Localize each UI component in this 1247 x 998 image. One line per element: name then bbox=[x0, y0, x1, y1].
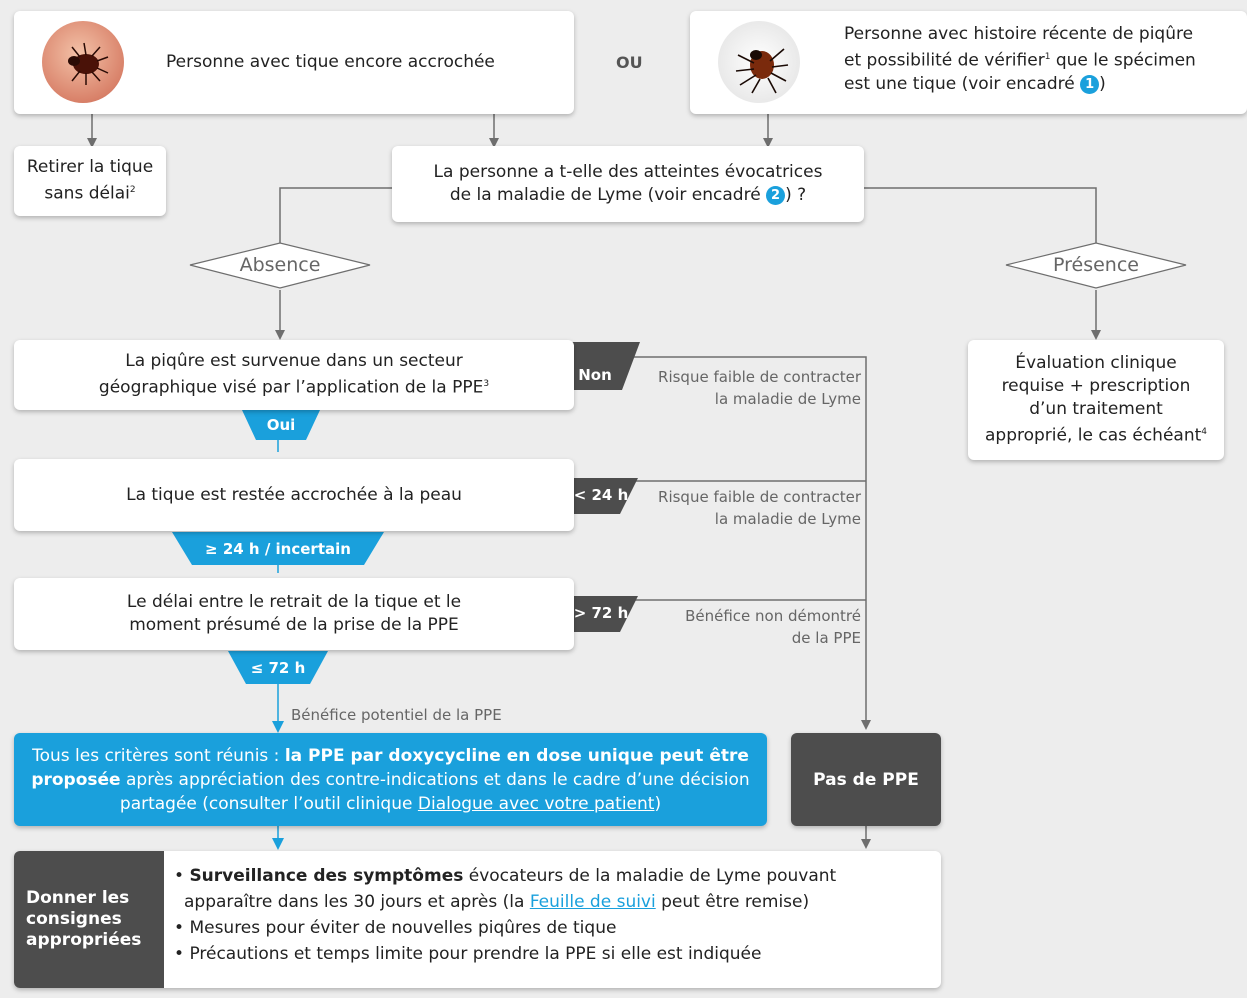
absence-diamond-shape bbox=[189, 242, 371, 289]
or-label: OU bbox=[616, 53, 643, 72]
geographic-area-question: La piqûre est survenue dans un secteur g… bbox=[14, 340, 574, 410]
connector-to-presence bbox=[864, 187, 1097, 243]
gt72-tag-shape bbox=[572, 596, 638, 632]
connector-to-absence bbox=[279, 187, 392, 243]
top-right-text: Personne avec histoire récente de piqûre… bbox=[844, 24, 1196, 94]
evaluation-box: Évaluation clinique requise + prescripti… bbox=[968, 340, 1224, 460]
instruction-item-3: • Précautions et temps limite pour prend… bbox=[174, 944, 762, 964]
patient-dialogue-link[interactable]: Dialogue avec votre patient bbox=[417, 793, 655, 814]
oui-tag-shape bbox=[242, 410, 320, 440]
instruction-item-1: • Surveillance des symptômes évocateurs … bbox=[174, 866, 837, 886]
instructions-title: Donner les consignes appropriées bbox=[14, 851, 164, 988]
q3-no-label: > 72 h bbox=[573, 604, 629, 622]
potential-benefit-note: Bénéfice potentiel de la PPE bbox=[291, 706, 502, 724]
question-box: La personne a t-elle des atteintes évoca… bbox=[392, 146, 864, 222]
24h-tag-shape bbox=[172, 532, 384, 565]
q2-risk-note: Risque faible de contracter la maladie d… bbox=[658, 488, 861, 528]
q2-no-label: < 24 h bbox=[573, 486, 629, 504]
ppe-delay-question: Le délai entre le retrait de la tique et… bbox=[14, 578, 574, 650]
non-tag-shape bbox=[572, 342, 640, 390]
q1-risk-note: Risque faible de contracter la maladie d… bbox=[658, 368, 861, 408]
q3-benefit-note: Bénéfice non démontré de la PPE bbox=[685, 607, 861, 647]
q2-yes-label: ≥ 24 h / incertain bbox=[205, 540, 351, 558]
tick-icon bbox=[735, 48, 789, 94]
presence-label: Présence bbox=[1053, 254, 1139, 276]
follow-up-sheet-link[interactable]: Feuille de suivi bbox=[529, 892, 656, 912]
absence-label: Absence bbox=[239, 254, 321, 276]
tick-photo-right bbox=[718, 21, 800, 103]
tick-photo-left bbox=[42, 21, 124, 103]
tick-icon bbox=[68, 42, 109, 85]
box-reference-badge-1: 1 bbox=[1080, 74, 1100, 94]
top-right-box: Personne avec histoire récente de piqûre… bbox=[690, 11, 1247, 114]
72h-tag-shape bbox=[228, 651, 328, 684]
ppe-recommendation-box: Tous les critères sont réunis : la PPE p… bbox=[14, 733, 767, 826]
q3-yes-label: ≤ 72 h bbox=[250, 659, 306, 677]
instructions-box: Donner les consignes appropriées • Surve… bbox=[14, 851, 941, 988]
q1-yes-label: Oui bbox=[266, 416, 296, 434]
presence-diamond-shape bbox=[1005, 242, 1187, 289]
remove-tick-box: Retirer la tique sans délai2 bbox=[14, 146, 166, 216]
lt24-tag-shape bbox=[572, 478, 638, 514]
attachment-duration-question: La tique est restée accrochée à la peau bbox=[14, 459, 574, 531]
connector-non-to-no-ppe bbox=[622, 356, 871, 730]
no-ppe-box: Pas de PPE bbox=[791, 733, 941, 826]
top-left-text: Personne avec tique encore accrochée bbox=[166, 52, 495, 72]
instruction-item-2: • Mesures pour éviter de nouvelles piqûr… bbox=[174, 918, 617, 938]
q1-no-label: Non bbox=[578, 366, 612, 384]
instructions-list: • Surveillance des symptômes évocateurs … bbox=[174, 863, 934, 967]
box-reference-badge-2: 2 bbox=[766, 186, 786, 205]
top-left-box: Personne avec tique encore accrochée bbox=[14, 11, 574, 114]
